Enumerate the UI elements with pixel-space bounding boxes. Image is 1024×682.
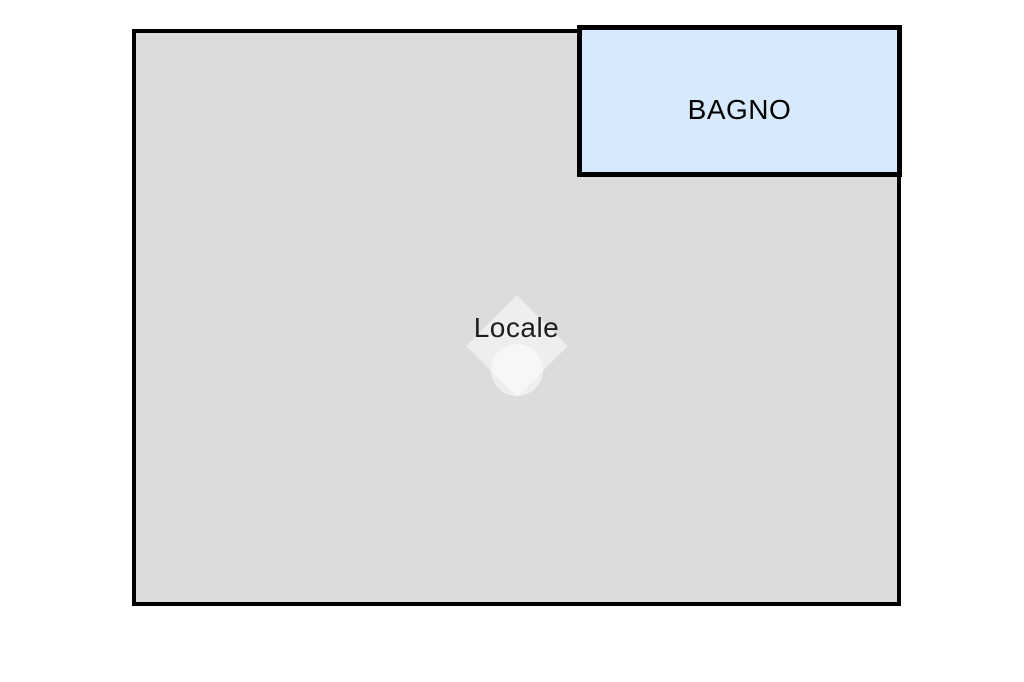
circle-icon — [491, 344, 543, 396]
room-label-locale: Locale — [473, 312, 560, 343]
room-bagno: BAGNO — [577, 25, 902, 177]
room-label-bagno: BAGNO — [687, 94, 792, 125]
diamond-icon — [466, 295, 568, 397]
